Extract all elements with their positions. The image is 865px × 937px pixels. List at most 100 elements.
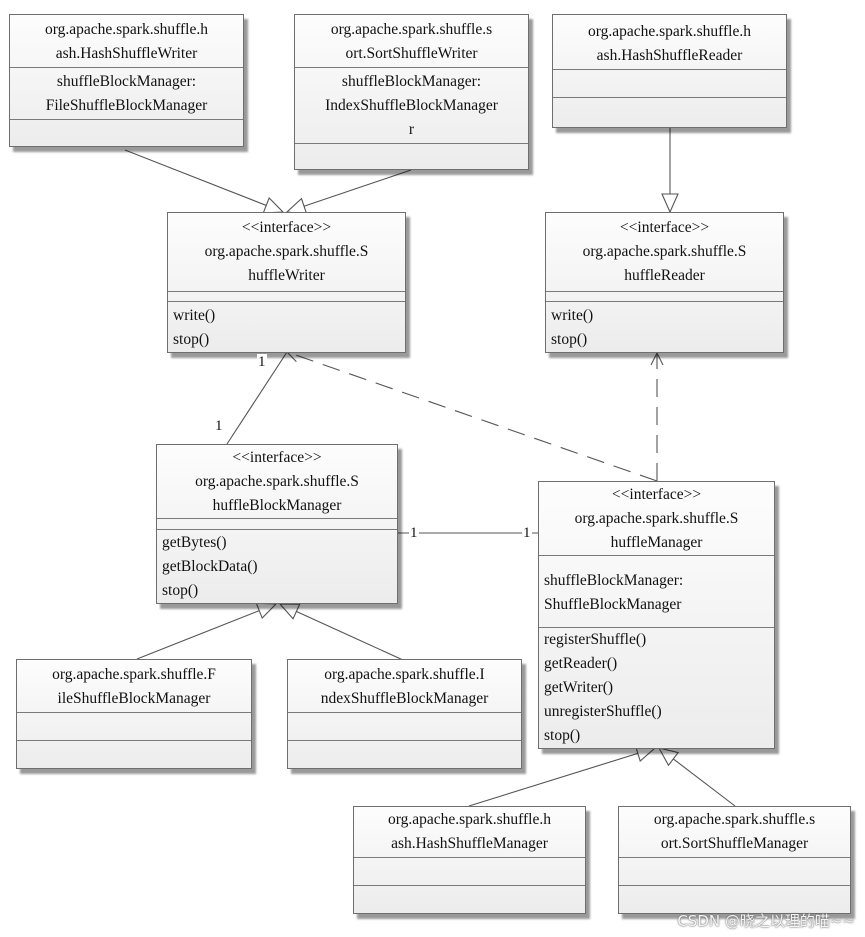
- attribute-line: shuffleBlockManager:: [56, 73, 197, 90]
- operations-section: [619, 885, 850, 913]
- class-name-line: org.apache.spark.shuffle.I: [324, 666, 485, 683]
- class-name-section: <<interface>> org.apache.spark.shuffle.S…: [546, 213, 783, 291]
- interface-shuffle-reader: <<interface>> org.apache.spark.shuffle.S…: [545, 212, 784, 353]
- operation-line: getWriter(): [544, 679, 614, 696]
- operations-section: [295, 143, 528, 169]
- class-hash-shuffle-manager: org.apache.spark.shuffle.h ash.HashShuff…: [353, 806, 586, 914]
- operations-section: getBytes() getBlockData() stop(): [157, 529, 397, 603]
- class-hash-shuffle-reader: org.apache.spark.shuffle.h ash.HashShuff…: [552, 14, 787, 128]
- attribute-line: ShuffleBlockManager: [544, 596, 682, 614]
- class-name-section: <<interface>> org.apache.spark.shuffle.S…: [168, 213, 405, 291]
- operations-section: registerShuffle() getReader() getWriter(…: [539, 627, 774, 748]
- operation-line: stop(): [173, 331, 210, 348]
- attributes-section: [354, 857, 585, 885]
- class-name-line: org.apache.spark.shuffle.s: [330, 21, 493, 38]
- stereotype-label: <<interface>>: [611, 486, 702, 503]
- class-name-line: org.apache.spark.shuffle.F: [52, 666, 216, 683]
- class-name-line: huffleManager: [610, 534, 703, 551]
- stereotype-label: <<interface>>: [619, 219, 710, 236]
- class-index-shuffle-block-manager: org.apache.spark.shuffle.I ndexShuffleBl…: [287, 659, 522, 769]
- edge-file-blockmanager: [136, 604, 276, 660]
- class-name-section: <<interface>> org.apache.spark.shuffle.S…: [157, 445, 397, 518]
- operation-line: unregisterShuffle(): [544, 703, 662, 720]
- class-name-section: org.apache.spark.shuffle.h ash.HashShuff…: [354, 807, 585, 857]
- operation-line: registerShuffle(): [544, 631, 647, 648]
- operations-section: [354, 885, 585, 913]
- interface-shuffle-block-manager: <<interface>> org.apache.spark.shuffle.S…: [156, 444, 398, 604]
- class-name-section: org.apache.spark.shuffle.I ndexShuffleBl…: [288, 660, 521, 712]
- attributes-section: shuffleBlockManager: IndexShuffleBlockMa…: [295, 67, 528, 143]
- class-name-line: huffleBlockManager: [212, 497, 342, 514]
- class-name-line: ash.HashShuffleWriter: [55, 45, 198, 62]
- attribute-line: shuffleBlockManager:: [341, 73, 482, 90]
- class-sort-shuffle-manager: org.apache.spark.shuffle.s ort.SortShuff…: [618, 806, 851, 914]
- class-name-line: ort.SortShuffleManager: [660, 835, 809, 852]
- operations-section: [553, 97, 786, 127]
- class-name-line: org.apache.spark.shuffle.S: [574, 510, 739, 527]
- attributes-section: [553, 69, 786, 97]
- class-name-section: org.apache.spark.shuffle.h ash.HashShuff…: [553, 15, 786, 69]
- operation-line: stop(): [544, 727, 581, 744]
- attribute-line: shuffleBlockManager:: [544, 572, 684, 590]
- attributes-section: [619, 857, 850, 885]
- operations-section: write() stop(): [546, 301, 783, 352]
- multiplicity-block-manager-right: 1: [409, 525, 419, 541]
- class-name-line: org.apache.spark.shuffle.h: [45, 21, 208, 38]
- attribute-line: r: [408, 121, 415, 138]
- attributes-section: [17, 712, 251, 740]
- operation-line: getBytes(): [162, 534, 227, 551]
- operation-line: write(): [173, 307, 216, 324]
- class-name-section: org.apache.spark.shuffle.h ash.HashShuff…: [10, 15, 243, 67]
- watermark-text: CSDN @晓之以理的喵~~: [677, 912, 855, 930]
- interface-shuffle-writer: <<interface>> org.apache.spark.shuffle.S…: [167, 212, 406, 353]
- attribute-line: IndexShuffleBlockManager: [325, 97, 498, 114]
- interface-shuffle-manager: <<interface>> org.apache.spark.shuffle.S…: [538, 481, 775, 749]
- class-name-line: huffleWriter: [248, 267, 325, 284]
- edge-writer-blockmanager: [226, 351, 288, 445]
- attributes-section: [168, 291, 405, 301]
- attribute-line: FileShuffleBlockManager: [45, 97, 208, 114]
- attributes-section: shuffleBlockManager: ShuffleBlockManager: [539, 555, 774, 627]
- operations-section: [17, 740, 251, 768]
- operation-line: write(): [551, 307, 594, 324]
- class-hash-shuffle-writer: org.apache.spark.shuffle.h ash.HashShuff…: [9, 14, 244, 147]
- class-name-line: ash.HashShuffleReader: [596, 47, 743, 64]
- class-name-line: org.apache.spark.shuffle.S: [204, 243, 369, 260]
- class-name-section: <<interface>> org.apache.spark.shuffle.S…: [539, 482, 774, 555]
- class-name-line: ileShuffleBlockManager: [57, 690, 211, 707]
- edge-sort-manager: [659, 748, 736, 807]
- class-name-section: org.apache.spark.shuffle.s ort.SortShuff…: [295, 15, 528, 67]
- class-name-line: ash.HashShuffleManager: [391, 835, 548, 852]
- class-sort-shuffle-writer: org.apache.spark.shuffle.s ort.SortShuff…: [294, 14, 529, 170]
- class-name-line: ndexShuffleBlockManager: [320, 690, 489, 707]
- class-name-line: org.apache.spark.shuffle.S: [582, 243, 747, 260]
- class-name-line: org.apache.spark.shuffle.h: [588, 23, 751, 40]
- edge-index-blockmanager: [280, 604, 404, 661]
- attributes-section: [546, 291, 783, 301]
- multiplicity-manager-left: 1: [522, 525, 532, 541]
- class-name-line: org.apache.spark.shuffle.s: [653, 811, 816, 828]
- class-file-shuffle-block-manager: org.apache.spark.shuffle.F ileShuffleBlo…: [16, 659, 252, 769]
- edge-sortwriter-shufflewriter: [287, 169, 412, 212]
- multiplicity-block-manager-top: 1: [214, 418, 224, 434]
- class-name-section: org.apache.spark.shuffle.F ileShuffleBlo…: [17, 660, 251, 712]
- stereotype-label: <<interface>>: [241, 219, 332, 236]
- attributes-section: [157, 518, 397, 529]
- operation-line: stop(): [551, 331, 588, 348]
- edge-hash-manager: [468, 748, 655, 807]
- multiplicity-writer-end: 1: [257, 354, 267, 370]
- operations-section: [10, 119, 243, 146]
- operation-line: getBlockData(): [162, 558, 258, 575]
- operations-section: [288, 740, 521, 768]
- class-name-section: org.apache.spark.shuffle.s ort.SortShuff…: [619, 807, 850, 857]
- edge-hashwriter-shufflewriter: [124, 149, 283, 212]
- class-name-line: org.apache.spark.shuffle.h: [388, 811, 551, 828]
- operation-line: getReader(): [544, 655, 618, 672]
- stereotype-label: <<interface>>: [232, 449, 322, 466]
- edge-manager-writer: [287, 352, 658, 482]
- operation-line: stop(): [162, 582, 199, 599]
- class-name-line: huffleReader: [624, 267, 705, 284]
- class-name-line: org.apache.spark.shuffle.S: [195, 473, 359, 490]
- attributes-section: [288, 712, 521, 740]
